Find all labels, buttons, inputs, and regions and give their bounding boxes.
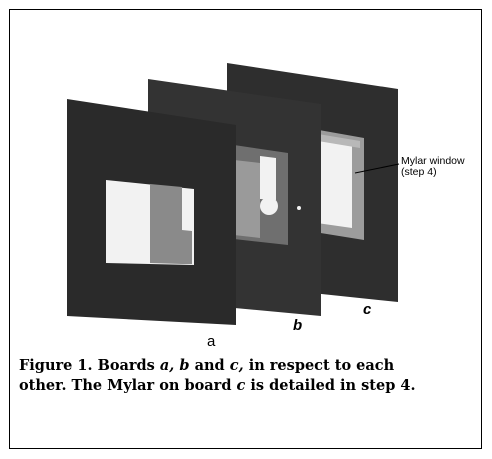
callout-line-2: (step 4) xyxy=(401,166,437,178)
mylar-window-callout: Mylar window (step 4) xyxy=(401,156,465,178)
callout-leader-line xyxy=(354,163,400,174)
caption-c: c, xyxy=(229,357,244,374)
caption-and: and xyxy=(189,357,230,374)
board-c-label: c xyxy=(363,301,372,318)
figure-caption: Figure 1. Boards a, b and c, in respect … xyxy=(19,356,429,396)
caption-tail: is detailed in step 4. xyxy=(245,377,416,394)
caption-c2: c xyxy=(236,377,246,394)
caption-a: a, xyxy=(159,357,175,374)
callout-line-1: Mylar window xyxy=(401,155,465,167)
board-a-label: a xyxy=(207,333,216,350)
board-b-label: b xyxy=(293,317,303,334)
caption-b: b xyxy=(179,357,190,374)
caption-rest: in respect to each other. The Mylar on b… xyxy=(19,357,395,394)
caption-lead: Figure 1. Boards xyxy=(19,357,160,374)
board-a xyxy=(67,99,236,325)
